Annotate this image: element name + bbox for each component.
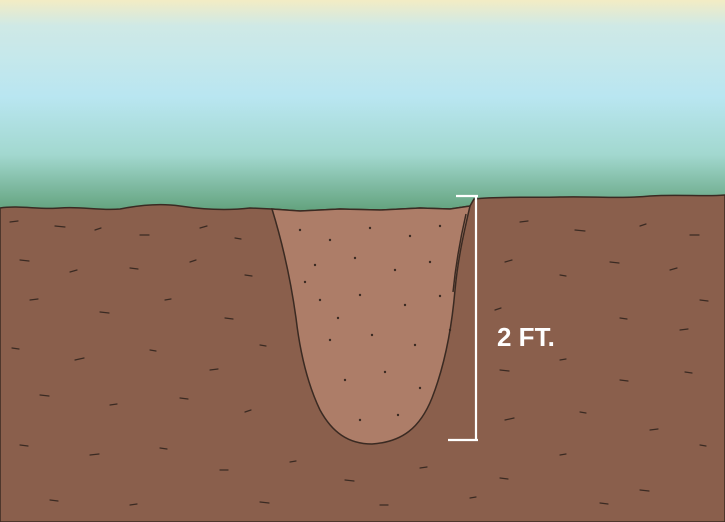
dug-hole — [270, 205, 471, 445]
soil-speckles — [9, 220, 709, 506]
sky — [0, 0, 725, 215]
depth-label: 2 FT. — [497, 322, 555, 352]
hole-speckles — [298, 224, 452, 422]
depth-marker — [448, 194, 478, 442]
hole-wall-detail — [452, 213, 467, 293]
